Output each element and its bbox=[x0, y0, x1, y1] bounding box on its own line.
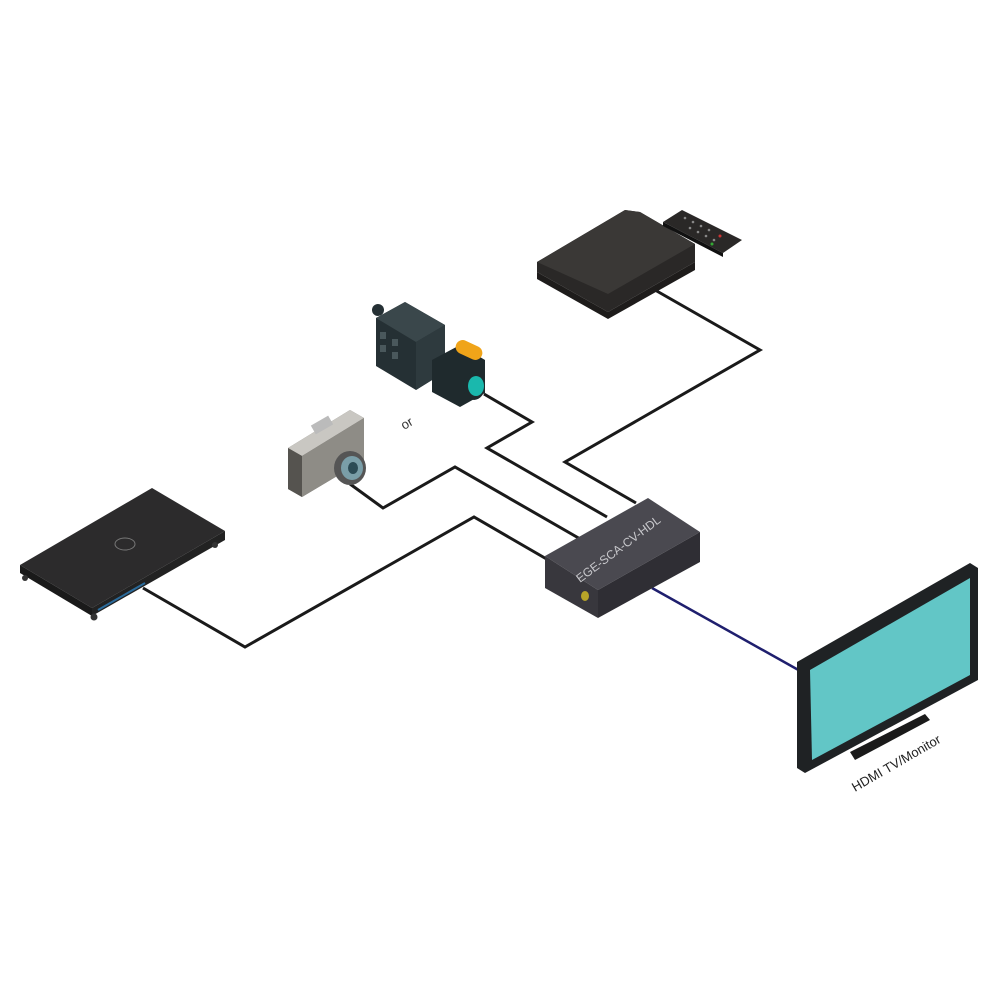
dvd-player-icon bbox=[20, 488, 225, 621]
camera-cable bbox=[349, 465, 583, 542]
or-label: or bbox=[398, 413, 416, 432]
tv-monitor-icon: HDMI TV/Monitor bbox=[797, 563, 978, 795]
set-top-box-icon bbox=[537, 210, 695, 319]
settop-cable bbox=[561, 288, 764, 505]
dvd-cable bbox=[142, 515, 551, 649]
photo-camera-icon bbox=[288, 410, 366, 497]
camcorder-cable bbox=[483, 392, 608, 519]
led-icon bbox=[581, 591, 589, 601]
hdmi-cable bbox=[651, 586, 803, 674]
remote-control-icon bbox=[663, 210, 742, 257]
converter-box: EGE-SCA-CV-HDL bbox=[545, 498, 700, 618]
tv-screen bbox=[810, 578, 970, 760]
camcorder-icon bbox=[372, 302, 485, 407]
